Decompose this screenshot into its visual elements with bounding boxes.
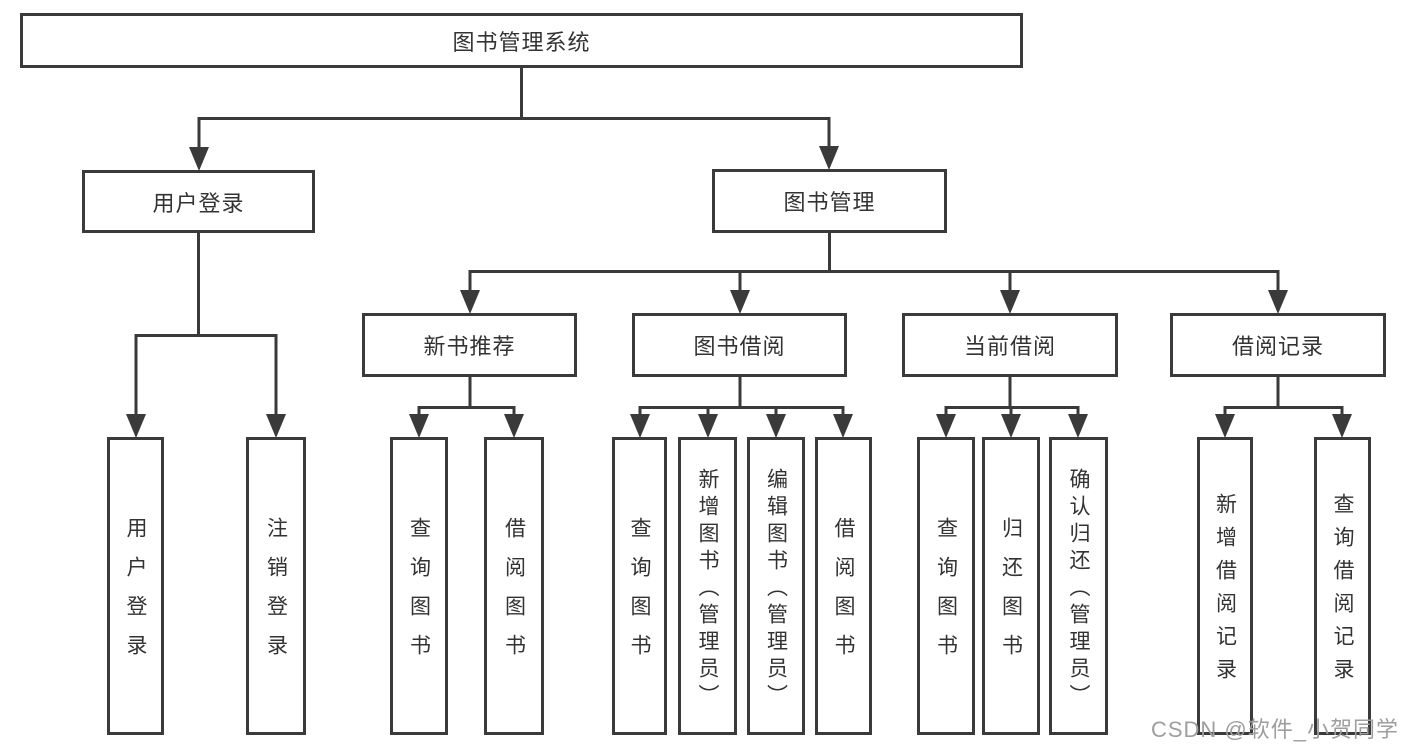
leaf-borrow-books-recommend-label: 借阅图书 [502, 517, 526, 673]
leaf-borrow-books: 借阅图书 [815, 437, 872, 735]
csdn-watermark: CSDN @软件_小贺同学 [1150, 717, 1399, 742]
leaf-confirm-return-admin-label: 确认归还（管理员） [1067, 467, 1090, 711]
leaf-add-borrow-record: 新增借阅记录 [1197, 437, 1253, 735]
node-new-book-recommend: 新书推荐 [362, 313, 577, 377]
leaf-borrow-books-label: 借阅图书 [832, 517, 855, 673]
leaf-return-books: 归还图书 [982, 437, 1040, 735]
leaf-borrow-books-recommend: 借阅图书 [484, 437, 544, 735]
node-book-management: 图书管理 [712, 169, 947, 233]
leaf-return-books-label: 归还图书 [999, 517, 1023, 673]
leaf-edit-book-admin-label: 编辑图书（管理员） [764, 467, 788, 711]
node-user-login-label: 用户登录 [152, 190, 245, 216]
node-book-borrow: 图书借阅 [632, 313, 847, 377]
leaf-query-books-borrow-label: 查询图书 [628, 517, 651, 673]
leaf-add-borrow-record-label: 新增借阅记录 [1213, 493, 1237, 691]
node-current-borrow: 当前借阅 [902, 313, 1118, 377]
node-root-label: 图书管理系统 [452, 29, 591, 55]
node-borrow-records-label: 借阅记录 [1231, 334, 1324, 359]
leaf-logout: 注销登录 [246, 437, 306, 735]
leaf-query-books-current: 查询图书 [917, 437, 975, 735]
leaf-user-login: 用户登录 [107, 437, 164, 735]
leaf-query-borrow-record-label: 查询借阅记录 [1331, 493, 1354, 691]
node-root: 图书管理系统 [20, 13, 1023, 68]
leaf-add-book-admin-label: 新增图书（管理员） [696, 467, 719, 711]
node-current-borrow-label: 当前借阅 [963, 334, 1056, 359]
leaf-logout-label: 注销登录 [264, 517, 288, 673]
leaf-query-books-borrow: 查询图书 [612, 437, 667, 735]
leaf-edit-book-admin: 编辑图书（管理员） [747, 437, 805, 735]
node-book-management-label: 图书管理 [783, 190, 876, 215]
node-book-borrow-label: 图书借阅 [693, 334, 786, 359]
leaf-query-books-recommend: 查询图书 [390, 437, 448, 735]
leaf-query-books-current-label: 查询图书 [934, 517, 958, 673]
node-new-book-recommend-label: 新书推荐 [423, 334, 516, 359]
leaf-confirm-return-admin: 确认归还（管理员） [1049, 437, 1108, 735]
node-borrow-records: 借阅记录 [1170, 313, 1386, 377]
leaf-add-book-admin: 新增图书（管理员） [678, 437, 737, 735]
leaf-query-books-recommend-label: 查询图书 [407, 517, 431, 673]
leaf-query-borrow-record: 查询借阅记录 [1314, 437, 1371, 735]
leaf-user-login-label: 用户登录 [124, 517, 147, 673]
arrowhead-icons [126, 146, 1352, 438]
node-user-login: 用户登录 [82, 170, 315, 233]
